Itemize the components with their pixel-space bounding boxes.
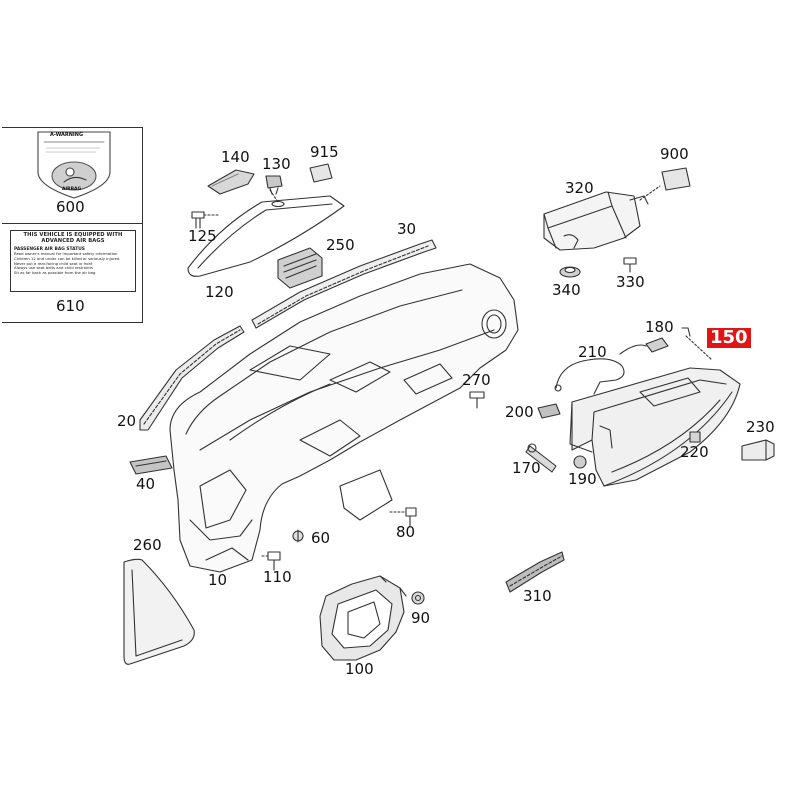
sponge-915[interactable] [309,163,333,183]
callout-340[interactable]: 340 [552,281,581,299]
callout-125[interactable]: 125 [188,227,217,245]
frame-100[interactable] [319,575,407,661]
sticker-600-header: A-WARNING [50,132,84,138]
grommet-340[interactable] [559,266,581,278]
screw-125[interactable] [191,211,221,229]
callout-130[interactable]: 130 [262,155,291,173]
callout-170[interactable]: 170 [512,459,541,477]
callout-40[interactable]: 40 [136,475,156,493]
warning-label-line: Always use seat belts and child restrain… [14,265,93,271]
cover-140[interactable] [207,169,255,195]
warning-label-line: Sit as far back as possible from the air… [14,270,96,276]
callout-20[interactable]: 20 [117,412,137,430]
glovebox-150[interactable] [569,367,741,487]
callout-100[interactable]: 100 [345,660,374,678]
warning-label-line: Children 12 and under can be killed or s… [14,255,120,261]
sticker-600-badge: AIRBAG [62,187,82,192]
callout-10[interactable]: 10 [208,571,228,589]
callout-150-highlighted[interactable]: 150 [707,328,751,348]
warning-label-heading: THIS VEHICLE IS EQUIPPED WITH ADVANCED A… [23,232,123,244]
panel-120[interactable] [187,189,345,277]
clip-130[interactable] [265,175,283,195]
warning-label-line: Read owner's manual for important safety… [14,251,118,257]
callout-320[interactable]: 320 [565,179,594,197]
callout-60[interactable]: 60 [311,529,331,547]
screw-60[interactable] [292,529,304,543]
airbag-sticker-600[interactable] [37,131,111,199]
bumper-190[interactable] [573,455,587,469]
callout-230[interactable]: 230 [746,418,775,436]
callout-220[interactable]: 220 [680,443,709,461]
screw-110[interactable] [261,551,281,571]
vent-250[interactable] [277,247,323,289]
callout-900[interactable]: 900 [660,145,689,163]
grille-40[interactable] [129,455,173,475]
clip-220[interactable] [689,431,701,443]
switch-200[interactable] [537,403,561,419]
trim-strip-310[interactable] [505,551,565,593]
inset-divider [2,223,143,224]
airbag-warning-label-610[interactable]: THIS VEHICLE IS EQUIPPED WITH ADVANCED A… [10,230,136,292]
callout-90[interactable]: 90 [411,609,431,627]
warning-label-subheading: PASSENGER AIR BAG STATUS [14,246,85,252]
lamp-180[interactable] [645,327,713,361]
callout-270[interactable]: 270 [462,371,491,389]
airbag-module-320[interactable] [543,191,649,251]
callout-330[interactable]: 330 [616,273,645,291]
callout-200[interactable]: 200 [505,403,534,421]
warning-label-line: Never put a rear-facing child seat in fr… [14,260,93,266]
screw-80[interactable] [389,507,417,527]
callout-140[interactable]: 140 [221,148,250,166]
callout-110[interactable]: 110 [263,568,292,586]
screw-330[interactable] [623,257,637,273]
callout-80[interactable]: 80 [396,523,416,541]
callout-600[interactable]: 600 [56,198,85,216]
callout-260[interactable]: 260 [133,536,162,554]
trim-strip-20[interactable] [139,325,245,431]
callout-210[interactable]: 210 [578,343,607,361]
inset-frame [2,127,143,323]
pin-230[interactable] [741,439,775,461]
dashboard-10[interactable] [169,263,519,573]
callout-180[interactable]: 180 [645,318,674,336]
side-panel-260[interactable] [123,558,195,665]
callout-30[interactable]: 30 [397,220,417,238]
callout-310[interactable]: 310 [523,587,552,605]
trim-strip-30[interactable] [251,239,437,329]
lock-170[interactable] [525,443,557,473]
nut-90[interactable] [411,591,425,605]
wiring-210[interactable] [554,344,647,395]
callout-250[interactable]: 250 [326,236,355,254]
callout-120[interactable]: 120 [205,283,234,301]
callout-190[interactable]: 190 [568,470,597,488]
callout-610[interactable]: 610 [56,297,85,315]
foam-900[interactable] [639,167,691,201]
callout-915[interactable]: 915 [310,143,339,161]
screw-270[interactable] [469,391,485,409]
